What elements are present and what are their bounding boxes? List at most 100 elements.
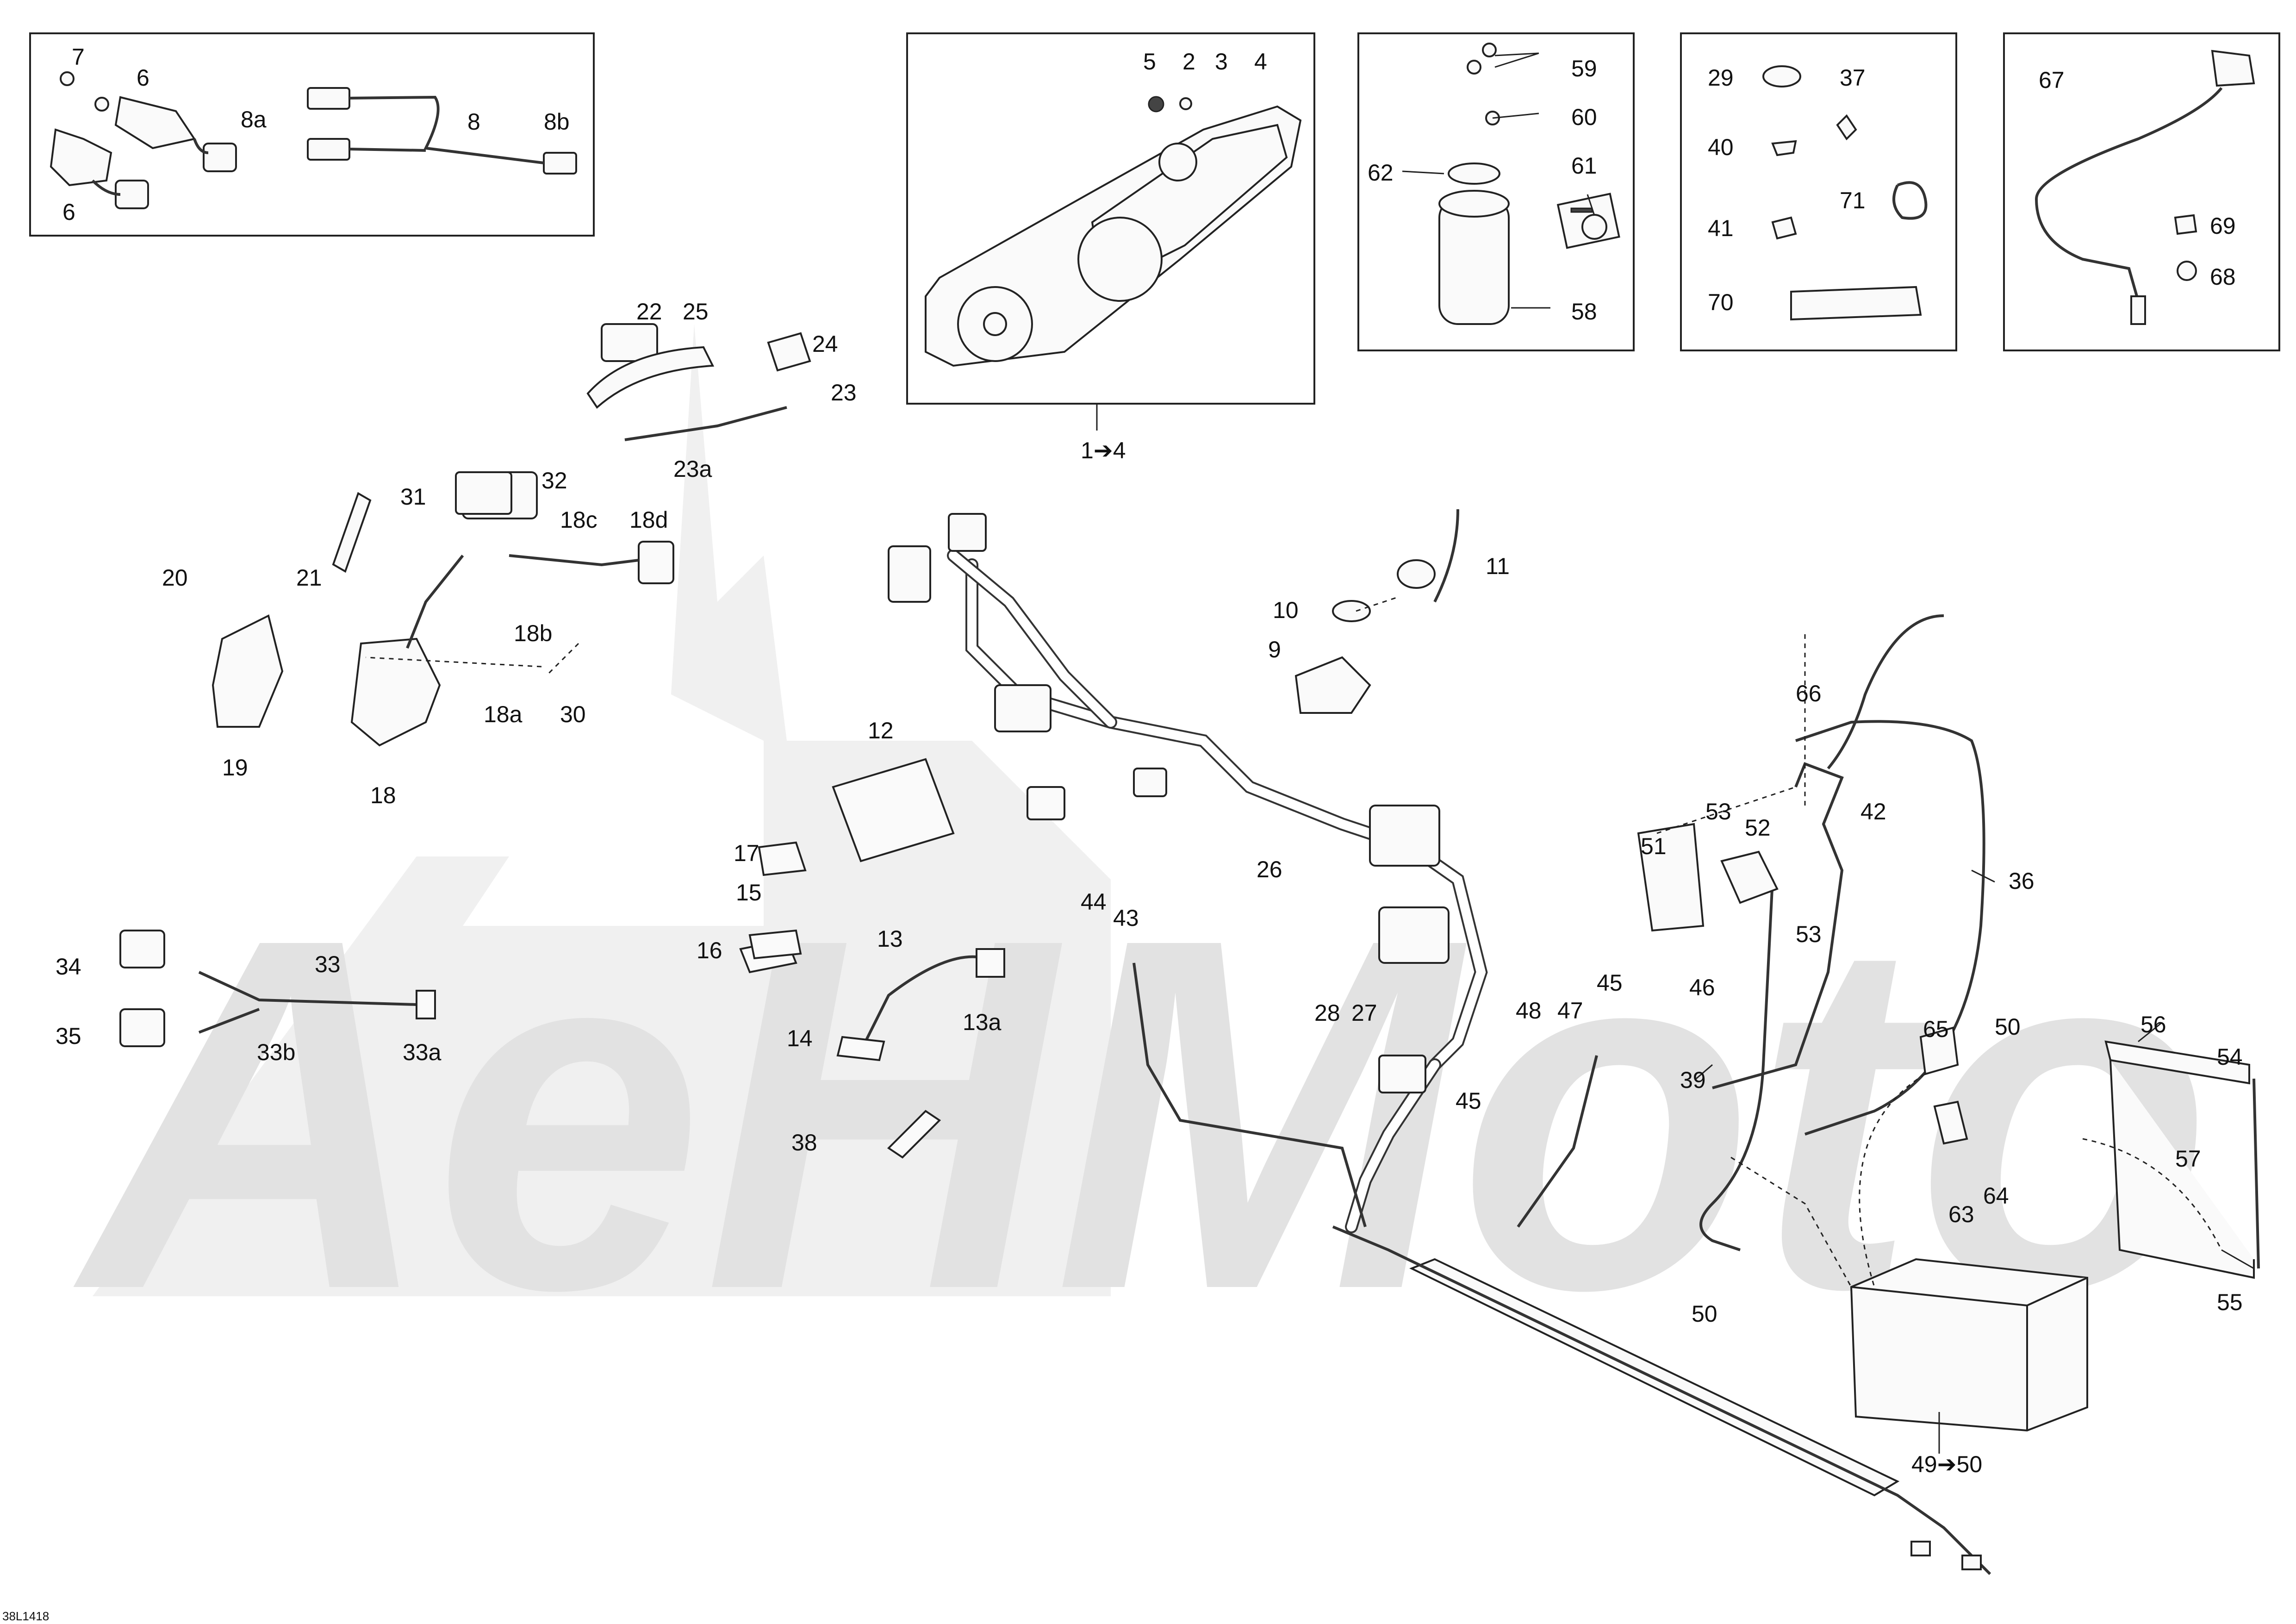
callout-62: 62 (1368, 160, 1394, 186)
callout-63: 63 (1948, 1201, 1974, 1227)
filter-canister-parts (1438, 43, 1620, 325)
callout-44: 44 (1081, 889, 1107, 915)
inset-box-gauge-cluster (906, 32, 1315, 405)
callout-13a: 13a (963, 1009, 1002, 1035)
callout-33a: 33a (403, 1039, 442, 1065)
watermark: AeHMoto (68, 324, 2212, 1393)
callout-13: 13 (877, 926, 903, 952)
callout-30: 30 (560, 701, 586, 727)
callout-32: 32 (541, 468, 567, 493)
callout-33: 33 (315, 951, 341, 977)
callout-23a: 23a (673, 456, 712, 482)
inset-box-hardware (1680, 32, 1957, 351)
callout-49-50: 49➔50 (1911, 1451, 1982, 1477)
callout-50: 50 (1995, 1014, 2021, 1040)
callout-26: 26 (1257, 856, 1282, 882)
callout-8: 8 (467, 109, 480, 135)
ignition-key-parts (1294, 509, 1459, 714)
callout-37: 37 (1840, 65, 1866, 91)
inset-box-handlebar-heaters (29, 32, 595, 237)
callout-58: 58 (1571, 299, 1597, 325)
callout-3: 3 (1215, 49, 1228, 75)
drawing-reference: 38L1418 (2, 1609, 49, 1623)
callout-61: 61 (1571, 153, 1597, 179)
rocker-switches (119, 930, 436, 1047)
callout-1-4: 1➔4 (1081, 437, 1126, 463)
callout-43: 43 (1113, 905, 1139, 931)
callout-71: 71 (1840, 187, 1866, 213)
callout-27: 27 (1351, 1000, 1377, 1026)
callout-29: 29 (1708, 65, 1734, 91)
battery-bracket (2104, 1040, 2260, 1279)
long-cable-assembly (1132, 962, 1991, 1575)
callout-18: 18 (370, 782, 396, 808)
callout-7: 7 (72, 44, 85, 70)
sensor-wire-parts (2035, 50, 2255, 325)
callout-46: 46 (1689, 974, 1715, 1000)
callout-57: 57 (2175, 1146, 2201, 1172)
callout-11: 11 (1486, 553, 1510, 579)
callout-19: 19 (222, 755, 248, 781)
callout-56: 56 (2140, 1012, 2166, 1037)
callout-38: 38 (791, 1130, 817, 1156)
callout-8a: 8a (241, 106, 267, 132)
callout-21: 21 (296, 565, 322, 591)
callout-54: 54 (2217, 1044, 2243, 1070)
callout-18c: 18c (560, 507, 597, 533)
callout-20: 20 (162, 565, 188, 591)
callout-2: 2 (1182, 49, 1195, 75)
callout-47: 47 (1557, 998, 1583, 1024)
callout-48: 48 (1516, 998, 1542, 1024)
small-components (586, 323, 1968, 1159)
callout-64: 64 (1983, 1183, 2009, 1209)
callout-59: 59 (1571, 56, 1597, 81)
callout-45: 45 (1456, 1088, 1481, 1114)
callout-40: 40 (1708, 134, 1734, 160)
callout-25: 25 (683, 299, 709, 325)
callout-52: 52 (1745, 815, 1771, 841)
callout-34: 34 (56, 954, 81, 980)
callout-33b: 33b (257, 1039, 295, 1065)
callout-70: 70 (1708, 289, 1734, 315)
callout-36: 36 (2009, 868, 2035, 894)
callout-66: 66 (1796, 681, 1822, 706)
callout-24: 24 (812, 331, 838, 357)
callout-4: 4 (1254, 49, 1267, 75)
callout-14: 14 (787, 1025, 813, 1051)
heater-grip-parts (50, 71, 577, 209)
inset-box-sensor-wire (2003, 32, 2280, 351)
callout-42: 42 (1860, 799, 1886, 824)
handlebar-switch-housing (212, 471, 674, 747)
callout-31: 31 (400, 484, 426, 510)
main-wiring-harness (832, 513, 1488, 1233)
callout-10: 10 (1273, 597, 1299, 623)
callout-51: 51 (1641, 833, 1667, 859)
callout-labels: 7 6 8a 8 8b 6 5 2 3 4 1➔4 59 60 62 61 58… (2, 44, 2243, 1623)
callout-28: 28 (1314, 1000, 1340, 1026)
hardware-parts (1762, 65, 1928, 321)
callout-18a: 18a (484, 701, 523, 727)
callout-8b: 8b (544, 109, 570, 135)
callout-53b: 53 (1796, 921, 1822, 947)
callout-55: 55 (2217, 1289, 2243, 1315)
callout-45b: 45 (1597, 970, 1623, 996)
callout-39: 39 (1680, 1067, 1706, 1093)
gauge-cluster-parts (925, 96, 1302, 367)
callout-6: 6 (137, 65, 149, 91)
callout-17: 17 (734, 840, 759, 866)
leader-lines (365, 52, 2254, 1454)
callout-22: 22 (636, 299, 662, 325)
callout-23: 23 (831, 380, 857, 406)
callout-67: 67 (2039, 67, 2065, 93)
callout-16: 16 (697, 937, 722, 963)
inset-box-fuel-filter (1357, 32, 1635, 351)
battery (1850, 1258, 2088, 1432)
callout-12: 12 (868, 718, 894, 743)
callout-53: 53 (1705, 799, 1731, 824)
callout-50b: 50 (1692, 1301, 1717, 1327)
callout-18d: 18d (629, 507, 668, 533)
callout-18b: 18b (514, 620, 552, 646)
callout-35: 35 (56, 1023, 81, 1049)
callout-5: 5 (1143, 49, 1156, 75)
